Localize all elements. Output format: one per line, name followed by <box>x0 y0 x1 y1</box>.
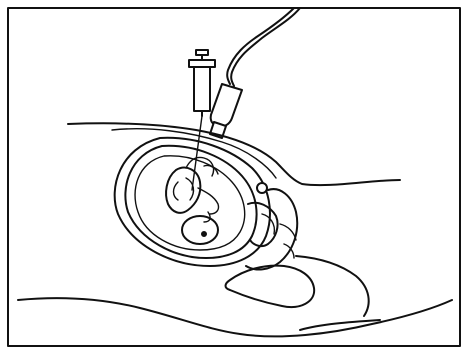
fetus-arm <box>174 182 179 200</box>
needle <box>192 116 202 190</box>
syringe-barrel <box>194 67 210 111</box>
fetus-ear <box>202 232 207 237</box>
back-contour <box>18 298 452 336</box>
fetus-body <box>166 168 200 213</box>
bladder-marker <box>257 183 267 193</box>
ultrasound-probe <box>211 84 242 127</box>
vaginal-fold <box>280 224 296 240</box>
ultrasound-cable-outer <box>231 8 300 86</box>
placenta-edge <box>204 165 218 174</box>
ultrasound-cable-inner <box>227 8 294 84</box>
uterus-outer-wall <box>115 138 270 266</box>
syringe-plunger-head <box>189 60 215 67</box>
fetus-head <box>182 216 218 244</box>
rectum <box>226 266 315 307</box>
syringe-thumb-rest <box>196 50 208 55</box>
buttock-contour <box>296 256 369 316</box>
fetus-leg <box>198 188 219 214</box>
